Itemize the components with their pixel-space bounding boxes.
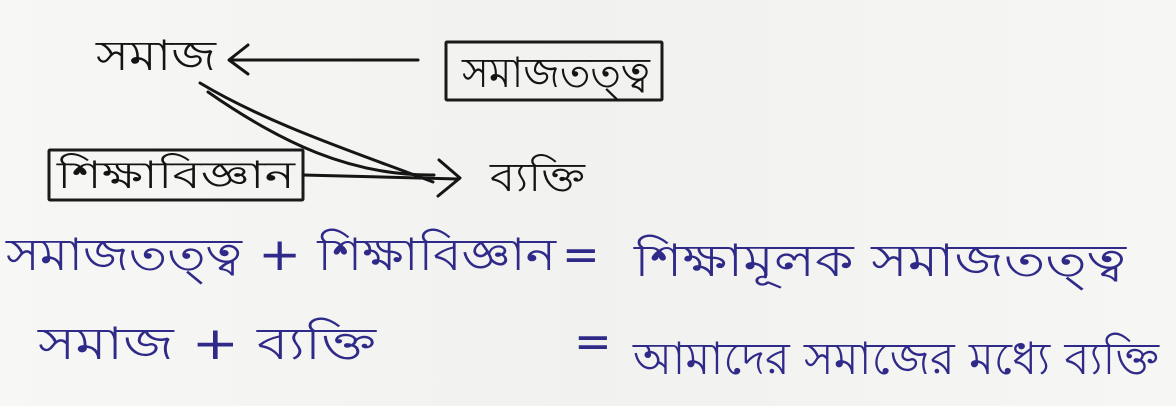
society-node: সমাজ — [95, 31, 218, 80]
equation-1-equals: = — [562, 228, 600, 281]
education-box-label: শিক্ষাবিজ্ঞান — [56, 153, 297, 197]
sociology-box — [444, 40, 664, 102]
connector-society-to-individual-2 — [206, 90, 436, 177]
equation-group: সমাজতত্ত্ব + শিক্ষাবিজ্ঞান = শিক্ষামূলক … — [5, 228, 1160, 385]
black-ink-labels: সমাজ সমাজতত্ত্ব শিক্ষাবিজ্ঞান ব্যক্তি — [56, 31, 651, 201]
connector-society-to-individual — [198, 81, 435, 184]
sociology-box-label: সমাজতত্ত্ব — [461, 48, 651, 101]
equation-2-equals: = — [574, 315, 612, 368]
individual-node: ব্যক্তি — [489, 154, 586, 201]
diagram-arrows — [198, 43, 462, 198]
equation-1-lhs: সমাজতত্ত্ব + শিক্ষাবিজ্ঞান — [5, 228, 557, 285]
equation-2-lhs: সমাজ + ব্যক্তি — [37, 317, 378, 370]
arrow-education-to-individual — [301, 173, 460, 181]
equation-2-rhs: আমাদের সমাজের মধ্যে ব্যক্তি — [632, 332, 1160, 385]
equation-1-rhs: শিক্ষামূলক সমাজতত্ত্ব — [633, 234, 1127, 291]
